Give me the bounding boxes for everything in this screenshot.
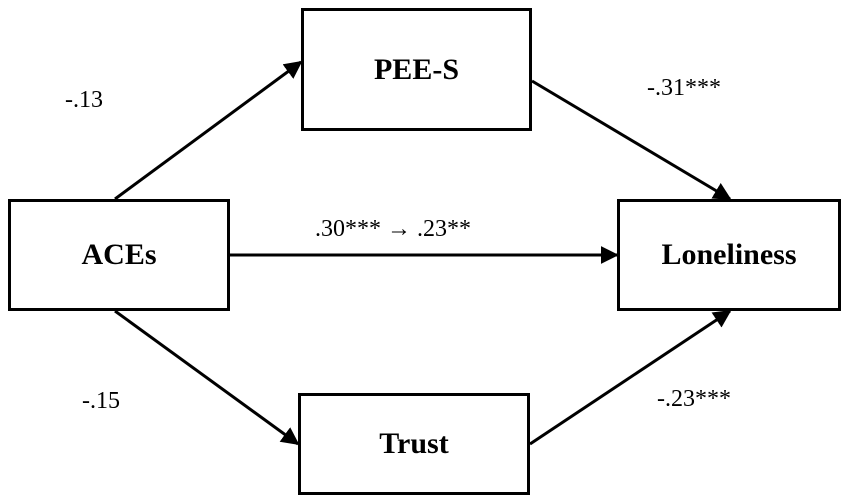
node-pee-s-label: PEE-S: [373, 52, 460, 86]
node-loneliness: Loneliness: [617, 199, 841, 311]
node-loneliness-label: Loneliness: [661, 238, 797, 271]
node-trust-label: Trust: [379, 427, 449, 460]
node-aces: ACEs: [8, 199, 230, 311]
coef-trust-to-loneliness: -.23***: [657, 386, 731, 412]
coef-aces-to-loneliness: .30*** → .23**: [315, 216, 471, 242]
node-pee-s: PEE-S: [301, 8, 532, 131]
coef-aces-to-trust: -.15: [82, 388, 120, 414]
arrow-trust-to-loneliness: [529, 309, 732, 446]
arrow-aces-to-trust: [114, 309, 300, 446]
coef-pees-to-loneliness: -.31***: [647, 75, 721, 101]
arrow-aces-to-pees: [114, 60, 303, 201]
coef-aces-to-pees: -.13: [65, 87, 103, 113]
node-trust: Trust: [298, 393, 530, 495]
arrow-pees-to-loneliness: [531, 79, 732, 201]
node-aces-label: ACEs: [81, 238, 157, 271]
